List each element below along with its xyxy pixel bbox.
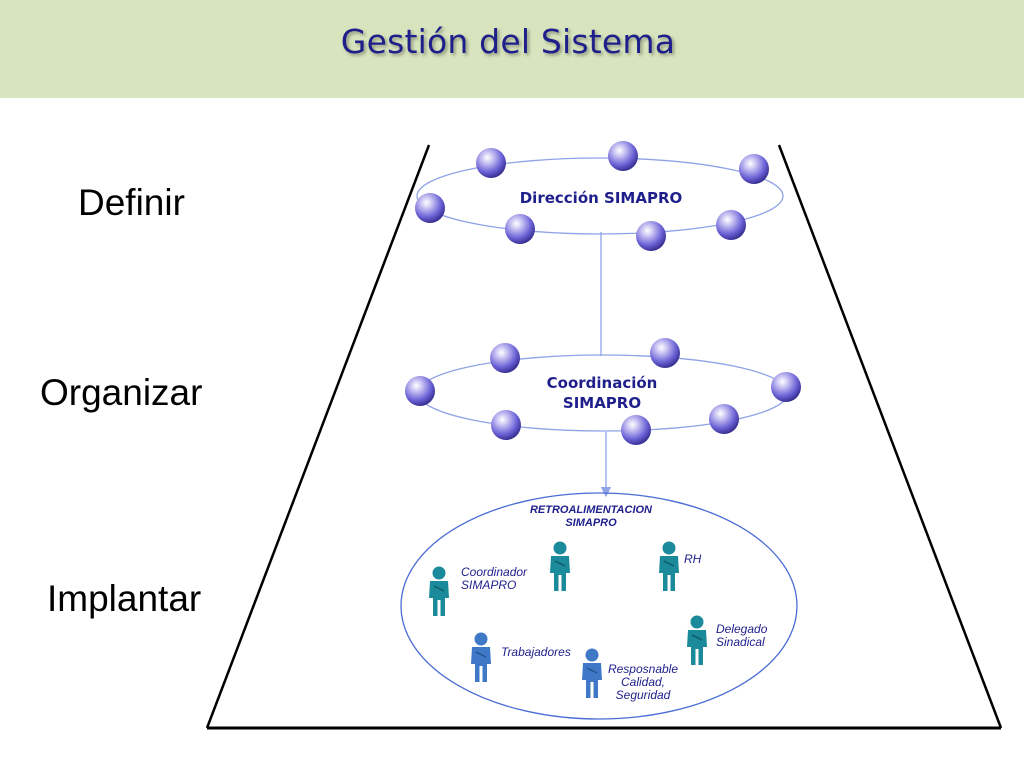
person-icon bbox=[687, 615, 707, 665]
person-label: Delegado bbox=[716, 622, 768, 636]
member-sphere bbox=[415, 193, 445, 223]
member-sphere bbox=[490, 343, 520, 373]
stage-label-organizar: Organizar bbox=[40, 372, 203, 413]
coordinacion-label-line2: SIMAPRO bbox=[563, 394, 641, 412]
member-sphere bbox=[505, 214, 535, 244]
person-label: RH bbox=[684, 552, 702, 566]
feedback-ellipse bbox=[400, 492, 798, 720]
person-label: Resposnable bbox=[608, 662, 678, 676]
stage-label-definir: Definir bbox=[78, 182, 185, 223]
person-label: Seguridad bbox=[616, 688, 671, 702]
funnel-right-edge bbox=[777, 144, 1003, 729]
member-sphere bbox=[771, 372, 801, 402]
coordinacion-ring: Coordinación SIMAPRO bbox=[405, 338, 801, 445]
coordinacion-label-line1: Coordinación bbox=[547, 374, 658, 392]
direccion-label: Dirección SIMAPRO bbox=[520, 189, 683, 207]
person-label: Trabajadores bbox=[501, 645, 571, 659]
member-sphere bbox=[636, 221, 666, 251]
person-icon bbox=[550, 541, 570, 591]
direccion-ring: Dirección SIMAPRO bbox=[415, 141, 784, 251]
member-sphere bbox=[621, 415, 651, 445]
person-label: Coordinador bbox=[461, 565, 528, 579]
feedback-title-line2: SIMAPRO bbox=[565, 517, 617, 529]
member-sphere bbox=[608, 141, 638, 171]
member-sphere bbox=[476, 148, 506, 178]
feedback-title-line1: RETROALIMENTACION bbox=[530, 504, 653, 516]
member-sphere bbox=[716, 210, 746, 240]
member-sphere bbox=[709, 404, 739, 434]
funnel-left-edge bbox=[205, 144, 431, 729]
title-bar bbox=[0, 0, 1024, 98]
person-label: Calidad, bbox=[621, 675, 665, 689]
feedback-ring: RETROALIMENTACION SIMAPRO Coordinador SI… bbox=[400, 492, 798, 720]
person-label: Sinadical bbox=[716, 635, 765, 649]
direccion-ellipse bbox=[416, 157, 784, 235]
member-sphere bbox=[491, 410, 521, 440]
person-label: SIMAPRO bbox=[461, 578, 516, 592]
member-sphere bbox=[650, 338, 680, 368]
person-icon bbox=[659, 541, 679, 591]
person-icon bbox=[582, 648, 602, 698]
member-sphere bbox=[405, 376, 435, 406]
person-icon bbox=[471, 632, 491, 682]
person-icon bbox=[429, 566, 449, 616]
page-title: Gestión del Sistema bbox=[340, 22, 676, 61]
stage-label-implantar: Implantar bbox=[47, 578, 202, 619]
member-sphere bbox=[739, 154, 769, 184]
